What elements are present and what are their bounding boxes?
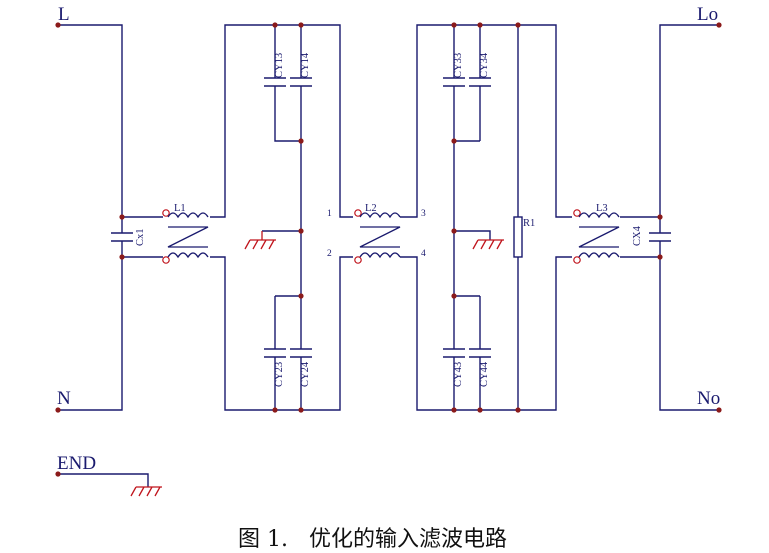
label-cy34: CY34 <box>479 52 490 78</box>
terminal-label-Lo: Lo <box>697 4 718 25</box>
label-l2: L2 <box>365 203 377 214</box>
label-cy44: CY44 <box>479 361 490 387</box>
label-cx1: Cx1 <box>135 228 146 246</box>
wire-L-input <box>58 24 163 218</box>
label-r1: R1 <box>523 218 535 229</box>
label-cy43: CY43 <box>453 362 464 387</box>
wire-cy23 <box>274 295 301 410</box>
capacitor-cy23 <box>264 348 286 358</box>
terminal-label-No: No <box>697 388 720 409</box>
ground-icon <box>244 231 276 250</box>
terminal-label-L: L <box>58 4 70 25</box>
label-cy24: CY24 <box>300 361 311 387</box>
resistor-r1 <box>513 216 523 258</box>
pin-label-3: 3 <box>421 209 426 219</box>
pin-labels: 1 2 3 4 <box>327 209 426 259</box>
capacitor-cy13 <box>264 77 286 87</box>
terminal-label-END: END <box>57 453 96 474</box>
capacitor-cy43 <box>443 348 465 358</box>
wire-L3-bottom <box>620 256 719 411</box>
component-labels: L1 L2 L3 R1 Cx1 CX4 CY13 CY14 CY23 CY24 … <box>135 52 643 387</box>
choke-l3 <box>573 209 620 264</box>
dot-marker-icon <box>354 256 362 264</box>
choke-l2 <box>354 209 401 264</box>
pin-label-4: 4 <box>421 249 426 259</box>
terminal-labels: L N Lo No END <box>57 4 720 474</box>
wire-cy13 <box>274 25 301 142</box>
dot-marker-icon <box>354 209 362 217</box>
pin-label-1: 1 <box>327 209 332 219</box>
dot-marker-icon <box>162 256 170 264</box>
wire-cy33 <box>453 25 480 142</box>
label-l1: L1 <box>174 203 186 214</box>
dot-marker-icon <box>573 209 581 217</box>
wire-L3-top <box>620 24 719 218</box>
wire-L1-top <box>210 24 353 218</box>
label-cy23: CY23 <box>274 362 285 387</box>
label-cx4: CX4 <box>632 225 643 246</box>
choke-l1 <box>162 209 209 264</box>
ground-icon <box>130 486 162 497</box>
terminal-label-N: N <box>57 388 71 409</box>
capacitor-cy14 <box>290 77 312 87</box>
capacitor-cx4 <box>649 232 671 242</box>
capacitors <box>111 77 671 358</box>
wire-L2-bottom <box>400 256 572 411</box>
capacitor-cx1 <box>111 232 133 242</box>
wire-end <box>58 473 149 487</box>
wire-gnd2 <box>454 230 491 240</box>
junctions <box>55 22 722 477</box>
capacitor-cy24 <box>290 348 312 358</box>
wire-N-input <box>58 256 163 411</box>
wire-L2-top <box>400 24 572 218</box>
ground-icon <box>472 239 504 250</box>
capacitor-cy33 <box>443 77 465 87</box>
wire-cy43 <box>453 295 480 410</box>
dot-marker-icon <box>162 209 170 217</box>
capacitor-cy34 <box>469 77 491 87</box>
label-cy33: CY33 <box>453 53 464 78</box>
label-cy14: CY14 <box>300 52 311 78</box>
figure-caption: 图 1. 优化的输入滤波电路 <box>238 527 507 552</box>
label-cy13: CY13 <box>274 53 285 78</box>
wires <box>58 24 719 487</box>
pin-label-2: 2 <box>327 249 332 259</box>
wire-L1-bottom <box>210 256 353 411</box>
label-l3: L3 <box>596 203 608 214</box>
capacitor-cy44 <box>469 348 491 358</box>
dot-marker-icon <box>573 256 581 264</box>
